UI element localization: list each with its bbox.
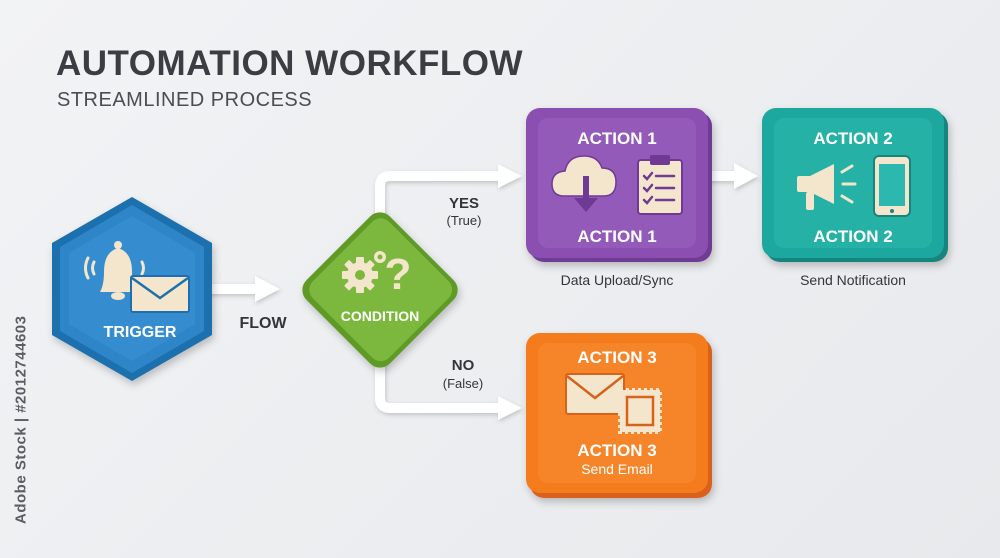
question-mark-icon: ? (385, 250, 412, 299)
page-subtitle: STREAMLINED PROCESS (57, 89, 313, 111)
no-sub-label: (False) (443, 376, 483, 391)
action1-caption: Data Upload/Sync (561, 272, 674, 288)
arrow-no (375, 352, 522, 420)
condition-node (302, 212, 458, 368)
bell-icon (84, 241, 145, 300)
arrow-action1-to-action2 (700, 163, 758, 189)
clipboard-checklist-icon (637, 155, 683, 215)
action3-bottom-label: ACTION 3 (577, 441, 656, 460)
stamp-icon (618, 388, 662, 434)
envelope-icon (565, 373, 625, 415)
action2-caption: Send Notification (800, 272, 906, 288)
smartphone-icon (873, 155, 911, 217)
megaphone-icon (797, 164, 857, 210)
condition-label: CONDITION (341, 308, 420, 324)
no-label: NO (452, 357, 475, 374)
arrow-yes (375, 164, 522, 230)
trigger-label: TRIGGER (104, 324, 177, 341)
arrow-flow (205, 276, 280, 302)
action1-top-label: ACTION 1 (577, 129, 656, 148)
page-title: AUTOMATION WORKFLOW (56, 44, 524, 83)
envelope-icon (130, 275, 190, 313)
action1-bottom-label: ACTION 1 (577, 227, 656, 246)
stock-watermark: Adobe Stock | #2012744603 (12, 315, 30, 525)
action2-top-label: ACTION 2 (813, 129, 892, 148)
gears-icon (342, 251, 386, 293)
cloud-download-icon (551, 155, 617, 212)
flow-label: FLOW (239, 315, 287, 332)
action3-sub-label: Send Email (581, 461, 653, 477)
yes-sub-label: (True) (447, 213, 482, 228)
action2-bottom-label: ACTION 2 (813, 227, 892, 246)
yes-label: YES (449, 195, 479, 212)
action1-node (526, 108, 712, 262)
action3-top-label: ACTION 3 (577, 348, 656, 367)
